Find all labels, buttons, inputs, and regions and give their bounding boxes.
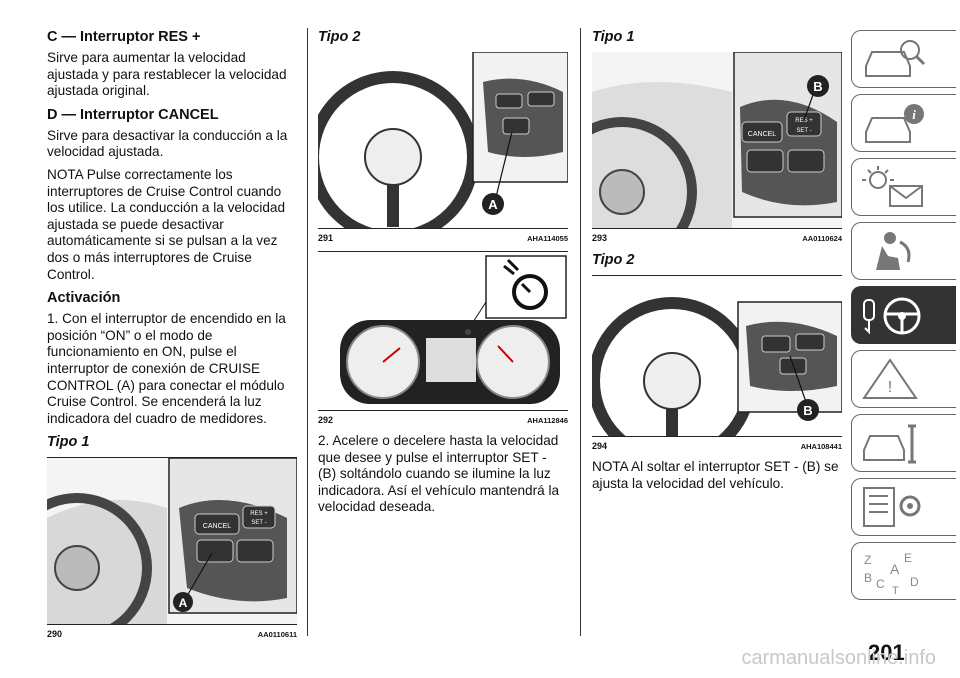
tab-emergency[interactable]: ! — [851, 350, 956, 408]
svg-text:A: A — [890, 561, 900, 577]
heading-activacion: Activación — [47, 290, 121, 307]
car-search-icon — [865, 40, 926, 77]
figure-number: 291 — [318, 233, 334, 243]
caption-292: 292 AHA112846 — [318, 415, 568, 425]
res-button-label: RES + — [795, 118, 813, 124]
figure-292 — [318, 251, 568, 411]
callout-b: B — [803, 403, 812, 418]
cancel-button-label: CANCEL — [203, 523, 232, 530]
caption-294: 294 AHA108441 — [592, 441, 842, 451]
figure-code: AA0110624 — [802, 234, 842, 243]
tab-maintenance[interactable] — [851, 414, 956, 472]
svg-text:B: B — [864, 571, 872, 585]
svg-text:!: ! — [888, 379, 892, 396]
airbag-seat-icon — [876, 232, 911, 270]
figure-291: A — [318, 52, 568, 229]
column-1: C — Interruptor RES + Sirve para aumenta… — [47, 28, 297, 647]
caption-293: 293 AA0110624 — [592, 233, 842, 243]
figure-code: AA0110611 — [257, 630, 297, 640]
caption-290: 290 AA0110611 — [47, 629, 297, 639]
figure-code: AHA108441 — [800, 442, 842, 451]
svg-text:T: T — [892, 585, 899, 594]
tab-warning-lights[interactable] — [851, 158, 956, 216]
figure-number: 290 — [47, 629, 63, 640]
svg-text:D: D — [910, 575, 919, 589]
svg-text:C: C — [876, 577, 885, 591]
paragraph-acelere: 2. Acelere o decelere hasta la velocidad… — [318, 433, 560, 515]
res-button-label: RES + — [250, 511, 268, 517]
figure-294: B — [592, 275, 842, 437]
watermark: carmanualsonline.info — [741, 647, 936, 669]
heading-res: C — Interruptor RES + — [47, 29, 201, 45]
figure-number: 292 — [318, 415, 334, 425]
set-button-label: SET - — [796, 128, 811, 134]
figure-number: 294 — [592, 441, 608, 451]
chapter-tabs: i ! — [851, 30, 960, 606]
figure-number: 293 — [592, 233, 608, 243]
cancel-button-label: CANCEL — [748, 131, 777, 138]
car-info-icon: i — [865, 104, 924, 143]
paragraph-cancel: Sirve para desactivar la conducción a la… — [47, 127, 288, 160]
column-divider — [307, 28, 308, 636]
paragraph-nota: NOTA Al soltar el interruptor SET - (B) … — [592, 459, 839, 491]
heading-tipo1: Tipo 1 — [47, 434, 90, 451]
figure-code: AHA114055 — [527, 234, 568, 243]
tab-car-search[interactable] — [851, 30, 956, 88]
paragraph-activacion: 1. Con el interruptor de encendido en la… — [47, 311, 286, 426]
figure-293: CANCEL RES + SET - B — [592, 52, 842, 229]
column-divider — [580, 28, 581, 636]
paragraph-nota: NOTA Pulse correctamente los interruptor… — [47, 166, 286, 282]
alphabet-index-icon: Z E B A C D T — [864, 551, 919, 594]
tab-safety[interactable] — [851, 222, 956, 280]
heading-tipo2: Tipo 2 — [318, 29, 361, 45]
heading-tipo1: Tipo 1 — [592, 29, 635, 45]
paragraph-res: Sirve para aumentar la velocidad ajustad… — [47, 50, 287, 99]
set-button-label: SET - — [251, 520, 266, 526]
tab-index[interactable]: Z E B A C D T — [851, 542, 956, 600]
svg-text:E: E — [904, 551, 912, 565]
figure-290: CANCEL RES + SET - A — [47, 457, 297, 626]
column-2: Tipo 2 A 291 AHA114055 — [318, 28, 568, 522]
callout-b: B — [813, 79, 822, 94]
road-warning-car-icon: ! — [862, 358, 918, 399]
callout-a: A — [179, 596, 188, 610]
column-3: Tipo 1 CANCEL RES + SET - B 293 AA011062… — [592, 28, 842, 498]
warning-light-envelope-icon — [862, 166, 923, 207]
caption-291: 291 AHA114055 — [318, 233, 568, 243]
svg-text:Z: Z — [864, 553, 871, 567]
heading-cancel: D — Interruptor CANCEL — [47, 106, 219, 123]
heading-tipo2: Tipo 2 — [592, 252, 635, 268]
tab-starting-driving[interactable] — [851, 286, 956, 344]
tab-car-info[interactable]: i — [851, 94, 956, 152]
page-number: 201 — [868, 640, 905, 665]
car-wrench-icon — [863, 424, 916, 464]
key-steering-wheel-icon — [863, 297, 921, 335]
tab-technical-data[interactable] — [851, 478, 956, 536]
checklist-gears-icon — [863, 487, 921, 527]
svg-text:i: i — [912, 107, 916, 122]
callout-a: A — [488, 197, 498, 212]
figure-code: AHA112846 — [527, 416, 568, 425]
